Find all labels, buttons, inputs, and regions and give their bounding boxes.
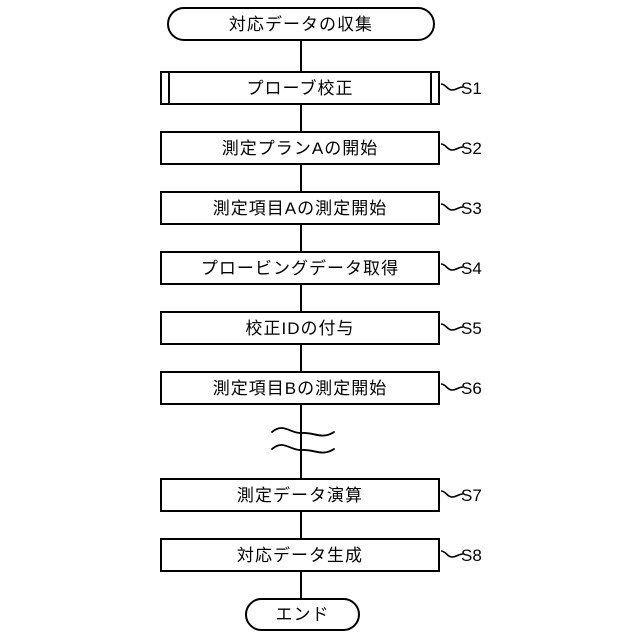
step-ref-connector-s2 [440, 143, 464, 151]
connector-s6-to-s7 [300, 405, 302, 478]
node-s4-label: プロービングデータ取得 [200, 258, 400, 278]
node-s6-label: 測定項目Bの測定開始 [212, 378, 388, 398]
step-ref-connector-s1 [440, 83, 464, 91]
step-ref-s1: S1 [461, 79, 482, 98]
node-s6-process: 測定項目Bの測定開始 [160, 371, 440, 405]
node-s8-process: 対応データ生成 [160, 538, 440, 572]
step-ref-s6: S6 [461, 379, 482, 398]
node-start-label: 対応データの収集 [228, 14, 374, 34]
connector-s2-to-s3 [300, 165, 302, 191]
step-ref-connector-s5 [440, 323, 464, 331]
step-ref-connector-s3 [440, 203, 464, 211]
break-symbol [271, 427, 335, 454]
step-ref-s4: S4 [461, 259, 482, 278]
predefined-process-right-bar [430, 73, 432, 103]
step-ref-connector-s8 [440, 550, 464, 558]
step-ref-s5: S5 [461, 319, 482, 338]
connector-s1-to-s2 [300, 105, 302, 131]
node-s1-label: プローブ校正 [246, 78, 354, 98]
node-s8-label: 対応データ生成 [236, 545, 364, 565]
node-s3-process: 測定項目Aの測定開始 [160, 191, 440, 225]
connector-s3-to-s4 [300, 225, 302, 251]
node-s7-process: 測定データ演算 [160, 478, 440, 512]
node-s2-label: 測定プランAの開始 [221, 138, 379, 158]
node-end-terminator: エンド [245, 598, 360, 631]
node-s1-predefined-process: プローブ校正 [160, 71, 440, 105]
connector-s8-to-end [300, 572, 302, 598]
connector-s7-to-s8 [300, 512, 302, 538]
node-s4-process: プロービングデータ取得 [160, 251, 440, 285]
step-ref-connector-s6 [440, 383, 464, 391]
step-ref-s2: S2 [461, 139, 482, 158]
step-ref-connector-s7 [440, 490, 464, 498]
connector-start-to-s1 [300, 41, 302, 71]
connector-s4-to-s5 [300, 285, 302, 311]
node-s5-label: 校正IDの付与 [245, 318, 355, 338]
step-ref-connector-s4 [440, 263, 464, 271]
node-s3-label: 測定項目Aの測定開始 [212, 198, 388, 218]
connector-s5-to-s6 [300, 345, 302, 371]
node-s2-process: 測定プランAの開始 [160, 131, 440, 165]
step-ref-s8: S8 [461, 546, 482, 565]
node-s5-process: 校正IDの付与 [160, 311, 440, 345]
step-ref-s3: S3 [461, 199, 482, 218]
node-start-terminator: 対応データの収集 [167, 7, 435, 41]
node-s7-label: 測定データ演算 [236, 485, 364, 505]
predefined-process-left-bar [168, 73, 170, 103]
step-ref-s7: S7 [461, 486, 482, 505]
node-end-label: エンド [275, 605, 330, 624]
